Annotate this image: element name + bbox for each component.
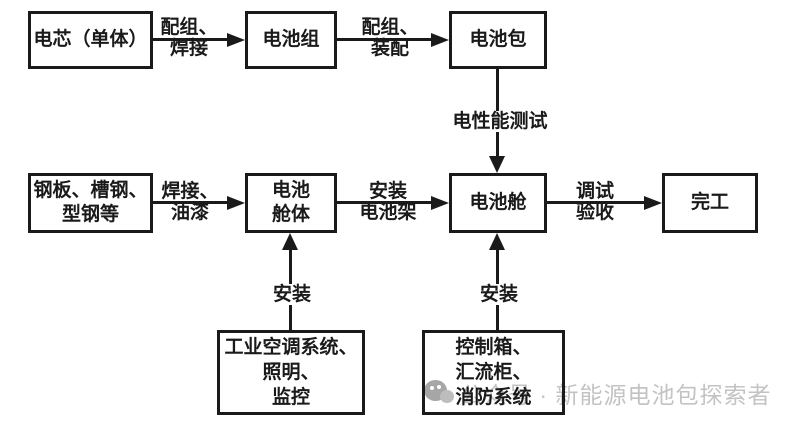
box-battery-cabin: 电池舱 xyxy=(449,173,547,233)
connector-cell-to-module-line xyxy=(153,38,229,41)
arrowhead-control-to-cabin xyxy=(489,233,505,250)
edge-label-electrical-test: 电性能测试 xyxy=(443,111,557,132)
edge-label-install-left: 安装 xyxy=(269,284,315,305)
box-complete-label: 完工 xyxy=(690,192,729,213)
box-hvac-system: 工业空调系统、 照明、 监控 xyxy=(217,330,365,415)
box-cabin-body: 电池 舱体 xyxy=(245,173,337,233)
arrowhead-cabinbody-to-cabin xyxy=(431,196,449,210)
arrowhead-steel-to-cabinbody xyxy=(227,196,245,210)
box-battery-pack: 电池包 xyxy=(449,11,547,69)
watermark: 公众号 · 新能源电池包探索者 xyxy=(424,376,771,410)
edge-label-install-right: 安装 xyxy=(476,284,522,305)
box-hvac-system-label: 工业空调系统、 照明、 监控 xyxy=(224,337,358,408)
arrowhead-cell-to-module xyxy=(227,33,245,47)
box-battery-cell: 电芯（单体） xyxy=(28,11,153,69)
connector-steel-to-cabinbody-line xyxy=(153,201,229,204)
connector-cabin-to-complete-line xyxy=(547,201,644,204)
edge-label-welding-painting: 焊接、 油漆 xyxy=(161,181,219,223)
arrowhead-module-to-pack xyxy=(431,33,449,47)
box-control-equipment: 控制箱、 汇流柜、 消防系统 xyxy=(422,330,565,415)
box-steel-materials: 钢板、槽钢、 型钢等 xyxy=(28,173,153,233)
connector-module-to-pack-line xyxy=(337,38,433,41)
edge-label-debug-acceptance: 调试 验收 xyxy=(575,181,614,223)
arrowhead-hvac-to-cabinbody xyxy=(282,233,298,250)
wechat-icon xyxy=(424,377,462,409)
box-battery-cabin-label: 电池舱 xyxy=(469,192,527,213)
box-battery-module: 电池组 xyxy=(245,11,337,69)
edge-label-pairing-welding: 配组、 焊接 xyxy=(160,17,218,59)
edge-label-pairing-assembly: 配组、 装配 xyxy=(361,17,419,59)
box-battery-cell-label: 电芯（单体） xyxy=(33,29,148,50)
arrowhead-cabin-to-complete xyxy=(644,196,662,210)
box-complete: 完工 xyxy=(662,173,758,233)
box-battery-module-label: 电池组 xyxy=(262,29,320,50)
box-steel-materials-label: 钢板、槽钢、 型钢等 xyxy=(33,180,148,225)
watermark-text: 公众号 · 新能源电池包探索者 xyxy=(460,382,772,408)
box-cabin-body-label: 电池 舱体 xyxy=(271,180,310,225)
box-battery-pack-label: 电池包 xyxy=(469,29,527,50)
box-control-equipment-label: 控制箱、 汇流柜、 消防系统 xyxy=(455,337,532,408)
arrowhead-pack-to-cabin xyxy=(489,156,505,173)
edge-label-install-rack: 安装 电池架 xyxy=(359,181,417,223)
connector-cabinbody-to-cabin-line xyxy=(337,201,433,204)
